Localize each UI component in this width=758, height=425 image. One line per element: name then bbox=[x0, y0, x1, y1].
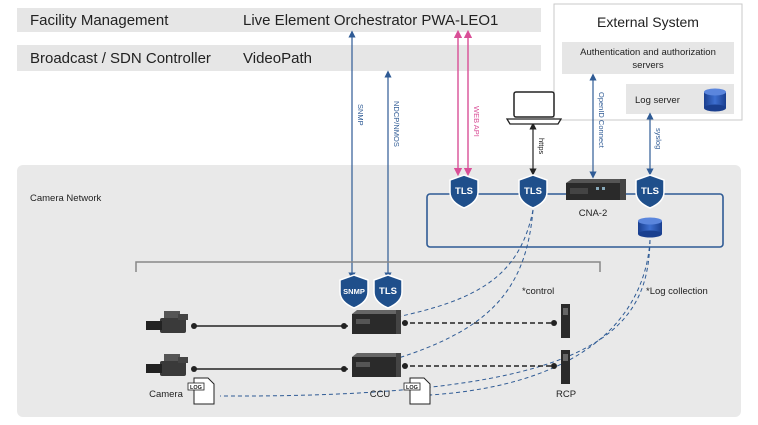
log-collection-curve-1 bbox=[429, 239, 651, 396]
https-label: https bbox=[537, 138, 546, 155]
log-collection-label: *Log collection bbox=[646, 286, 708, 297]
rcp-icon-2 bbox=[561, 350, 570, 384]
tls-shield-1: TLS bbox=[449, 174, 479, 209]
snmp-label: SNMP bbox=[356, 104, 365, 126]
tls-badge-ccu-label: TLS bbox=[379, 286, 397, 297]
control-curve-1 bbox=[389, 209, 534, 321]
camera-icon-1 bbox=[146, 311, 188, 333]
camera-network-title: Camera Network bbox=[30, 193, 102, 204]
external-system-title: External System bbox=[597, 14, 699, 30]
auth-server-line1: Authentication and authorization bbox=[580, 47, 716, 58]
broadcast-left-label: Broadcast / SDN Controller bbox=[30, 50, 211, 67]
tls-label-3: TLS bbox=[641, 186, 659, 197]
ndcp-label: NDCP/NMOS bbox=[392, 101, 401, 147]
log-tag-camera: LOG bbox=[190, 385, 202, 391]
cna-db-icon bbox=[638, 217, 662, 238]
facility-bar bbox=[17, 8, 541, 32]
laptop-icon bbox=[505, 91, 563, 125]
snmp-badge-label: SNMP bbox=[343, 287, 365, 296]
control-label: *control bbox=[522, 286, 554, 297]
log-doc-icon-ccu: LOG bbox=[403, 377, 431, 405]
network-bracket bbox=[135, 261, 601, 272]
camera-label: Camera bbox=[149, 389, 184, 400]
tls-badge-ccu: TLS bbox=[373, 274, 403, 309]
tls-shield-3: TLS bbox=[635, 174, 665, 209]
camera-icon-2 bbox=[146, 354, 188, 376]
syslog-label: syslog bbox=[654, 128, 663, 149]
ccu-icon-2 bbox=[352, 353, 401, 377]
log-server-label: Log server bbox=[635, 95, 680, 106]
cna-device-icon bbox=[566, 179, 626, 200]
facility-left-label: Facility Management bbox=[30, 12, 169, 29]
snmp-badge: SNMP bbox=[339, 274, 369, 309]
auth-server-box bbox=[562, 42, 734, 74]
auth-server-line2: servers bbox=[632, 60, 663, 71]
ccu-icon-1 bbox=[352, 310, 401, 334]
ccu-label: CCU bbox=[370, 389, 391, 400]
rcp-label: RCP bbox=[556, 389, 576, 400]
broadcast-bar bbox=[17, 45, 541, 71]
control-curve-2 bbox=[389, 209, 534, 362]
openid-label: OpenID Connect bbox=[597, 92, 606, 149]
broadcast-right-label: VideoPath bbox=[243, 50, 312, 67]
rcp-icon-1 bbox=[561, 304, 570, 338]
log-tag-ccu: LOG bbox=[406, 385, 418, 391]
facility-right-label: Live Element Orchestrator PWA-LEO1 bbox=[243, 12, 498, 29]
log-server-db-icon bbox=[704, 88, 726, 112]
cna-label: CNA-2 bbox=[579, 208, 608, 219]
log-collection-curve-2 bbox=[219, 239, 651, 397]
tls-label-1: TLS bbox=[455, 186, 473, 197]
log-doc-icon-camera: LOG bbox=[187, 377, 215, 405]
tls-label-2: TLS bbox=[524, 186, 542, 197]
webapi-label: WEB API bbox=[472, 106, 481, 137]
tls-shield-2: TLS bbox=[518, 174, 548, 209]
